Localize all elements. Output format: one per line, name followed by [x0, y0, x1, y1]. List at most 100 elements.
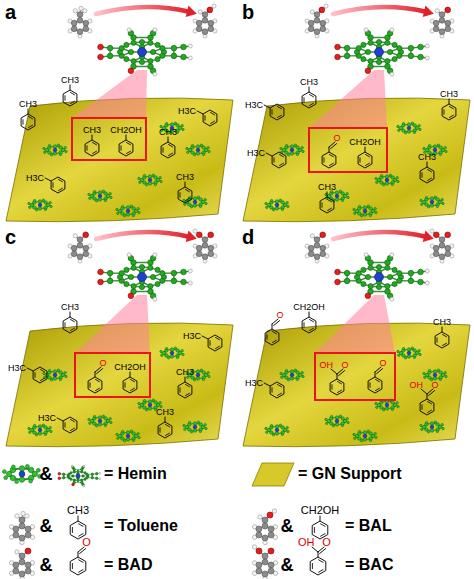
- bond: [328, 208, 332, 210]
- bond: [320, 516, 321, 521]
- atom: [13, 526, 19, 532]
- atom: [13, 532, 19, 538]
- benzene-ring: [85, 140, 99, 156]
- bond: [71, 101, 75, 103]
- bond: [160, 428, 161, 433]
- chemical-label: CH3: [440, 90, 458, 99]
- atom: [71, 20, 77, 26]
- atom: [138, 48, 147, 57]
- atom: [62, 473, 65, 476]
- atom: [200, 369, 202, 371]
- atom: [290, 373, 294, 377]
- atom: [138, 436, 140, 438]
- atom: [25, 514, 29, 518]
- atom: [98, 44, 104, 50]
- bond: [96, 380, 100, 382]
- atom: [82, 475, 84, 477]
- atom: [262, 523, 268, 529]
- atom: [98, 419, 102, 423]
- atom: [104, 199, 106, 201]
- atom: [407, 123, 410, 126]
- atom: [58, 477, 61, 480]
- atom: [83, 485, 85, 487]
- atom: [413, 131, 415, 133]
- focus-cone: [309, 70, 387, 128]
- bond: [211, 113, 215, 115]
- bond: [180, 388, 181, 393]
- atom: [425, 421, 427, 423]
- bond: [266, 153, 272, 156]
- atom: [138, 211, 140, 213]
- atom: [364, 28, 368, 32]
- bond: [97, 369, 103, 374]
- atom: [148, 40, 153, 45]
- bond: [377, 369, 383, 374]
- atom: [375, 211, 377, 213]
- atom: [433, 373, 437, 377]
- atom: [280, 372, 282, 374]
- bond: [45, 178, 51, 181]
- atom: [208, 245, 214, 251]
- atom: [71, 251, 77, 257]
- atom: [98, 191, 101, 194]
- bond: [339, 371, 345, 376]
- atom: [444, 372, 446, 374]
- bond: [65, 96, 66, 101]
- reaction-arrow: [96, 7, 190, 14]
- atom: [188, 56, 192, 60]
- atom: [13, 562, 19, 568]
- atom: [65, 150, 67, 152]
- atom: [407, 130, 410, 133]
- atom: [181, 269, 187, 275]
- atom: [19, 553, 25, 559]
- atom: [385, 59, 390, 64]
- atom: [302, 150, 304, 152]
- atom: [28, 467, 33, 472]
- atom: [267, 512, 273, 518]
- atom: [272, 509, 276, 513]
- atom: [196, 152, 199, 155]
- atom: [369, 207, 372, 210]
- atom: [296, 153, 298, 155]
- atom: [15, 514, 19, 518]
- atom: [382, 409, 384, 411]
- atom: [137, 208, 139, 210]
- atom: [208, 375, 210, 377]
- atom: [339, 190, 341, 192]
- atom: [433, 245, 439, 251]
- atom: [181, 125, 183, 127]
- atom: [202, 237, 208, 243]
- atom: [419, 353, 421, 355]
- atom: [208, 251, 214, 257]
- bond: [65, 423, 66, 428]
- atom: [281, 208, 283, 210]
- atom: [50, 379, 52, 381]
- atom: [193, 197, 196, 200]
- atom: [207, 7, 213, 13]
- atom: [119, 46, 124, 51]
- atom: [124, 267, 129, 272]
- atom: [148, 284, 153, 289]
- arrow-head: [423, 6, 434, 18]
- bond: [376, 380, 380, 382]
- highlight-box: [75, 353, 150, 397]
- atom: [436, 423, 439, 426]
- atom: [33, 424, 35, 426]
- molecule-layer: [2, 85, 455, 575]
- bond: [429, 391, 435, 396]
- atom: [104, 424, 106, 426]
- atom: [287, 205, 289, 207]
- benzene-ring: [435, 332, 449, 348]
- atom: [165, 122, 167, 124]
- atom: [170, 355, 173, 358]
- highlight-box: [309, 128, 387, 172]
- atom: [176, 356, 178, 358]
- atom: [181, 350, 183, 352]
- atom: [44, 433, 46, 435]
- bond: [310, 103, 314, 105]
- chemical-label: CH3: [159, 128, 177, 137]
- atom: [425, 196, 427, 198]
- atom: [385, 175, 388, 178]
- atom: [38, 432, 41, 435]
- focus-cone: [72, 70, 147, 118]
